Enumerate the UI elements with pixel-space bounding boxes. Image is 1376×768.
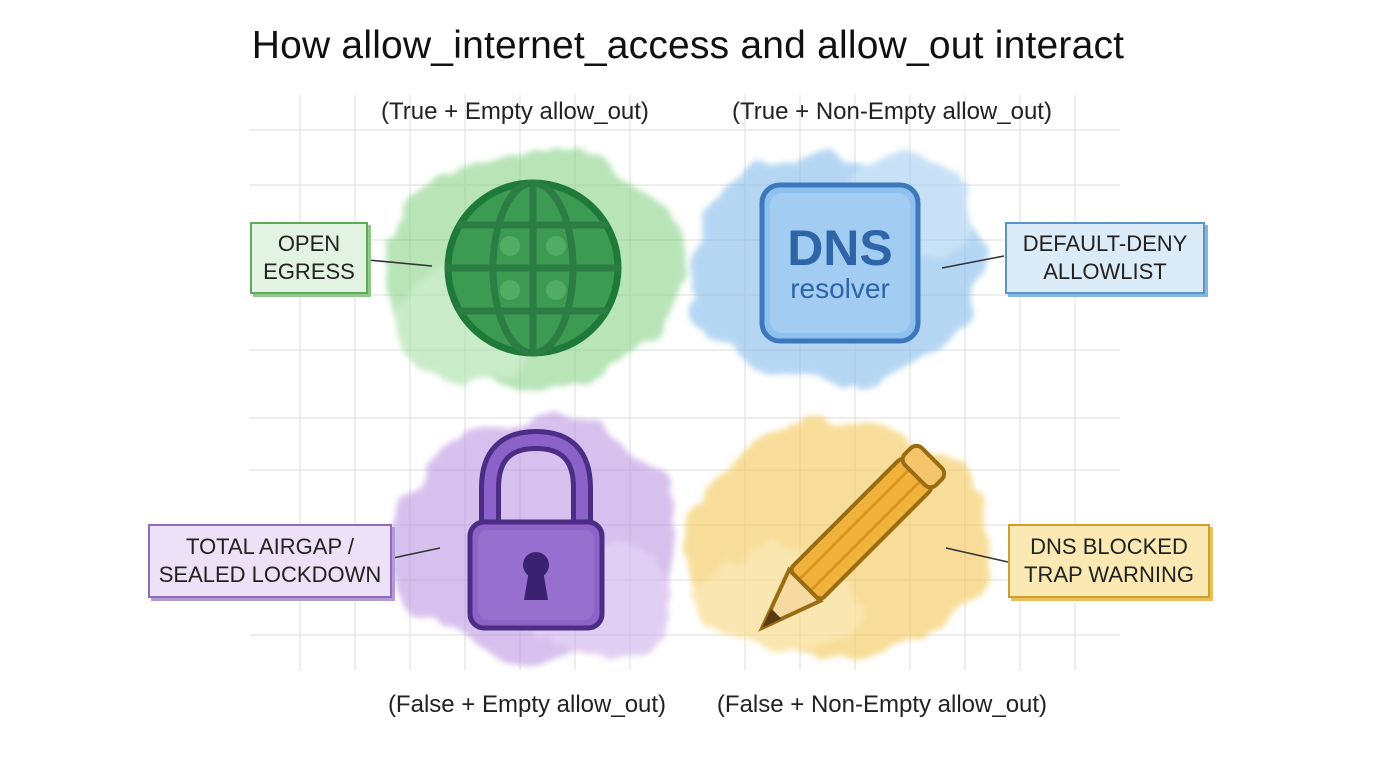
globe-cells [500, 236, 566, 300]
tag-line: TRAP WARNING [1024, 562, 1194, 587]
page-title: How allow_internet_access and allow_out … [251, 24, 1125, 67]
connector-top-left [367, 259, 433, 267]
resolver-label: resolver [790, 273, 890, 304]
tag-default-deny-allowlist: DEFAULT-DENY ALLOWLIST [1005, 222, 1205, 294]
globe-icon [444, 179, 622, 357]
tag-total-airgap: TOTAL AIRGAP / SEALED LOCKDOWN [148, 524, 392, 598]
dns-label: DNS [787, 220, 893, 276]
connector-bottom-left [392, 547, 441, 559]
padlock-icon [467, 428, 605, 631]
condition-label-top-left: (True + Empty allow_out) [381, 98, 649, 125]
tag-line: EGRESS [263, 259, 355, 284]
condition-label-bottom-right: (False + Non-Empty allow_out) [716, 691, 1048, 718]
condition-label-bottom-left: (False + Empty allow_out) [387, 691, 667, 718]
tag-line: ALLOWLIST [1043, 259, 1167, 284]
connector-top-right [941, 255, 1005, 269]
condition-label-top-right: (True + Non-Empty allow_out) [732, 98, 1052, 125]
tag-dns-blocked-trap-warning: DNS BLOCKED TRAP WARNING [1008, 524, 1210, 598]
connector-bottom-right [945, 547, 1009, 563]
tag-open-egress: OPEN EGRESS [250, 222, 368, 294]
tag-line: SEALED LOCKDOWN [158, 562, 382, 587]
dns-resolver-icon [759, 182, 921, 344]
tag-line: DNS BLOCKED [1030, 534, 1188, 559]
tag-line: OPEN [277, 231, 341, 256]
pencil-icon [758, 443, 947, 632]
tag-line: DEFAULT-DENY [1022, 231, 1188, 256]
tag-line: TOTAL AIRGAP / [186, 534, 354, 559]
